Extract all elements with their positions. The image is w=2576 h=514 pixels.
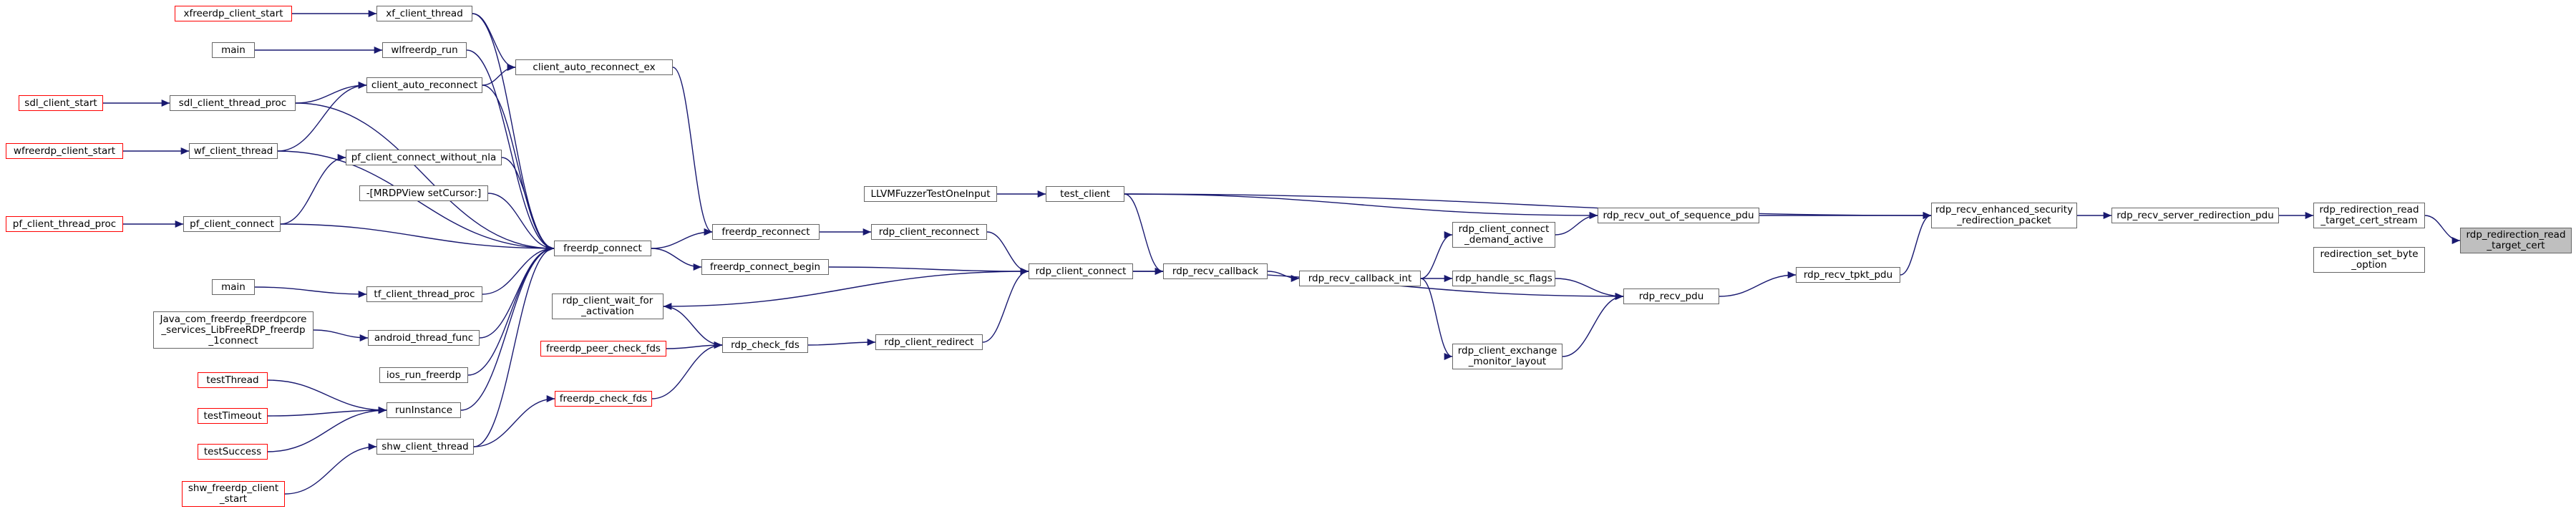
node-rdp-client-redirect[interactable]: rdp_client_redirect — [875, 334, 983, 350]
node-run-instance[interactable]: runInstance — [387, 402, 461, 418]
call-edge — [1267, 271, 1300, 283]
node-client-auto-reconnect-ex[interactable]: client_auto_reconnect_ex — [515, 59, 673, 75]
call-edge — [487, 193, 555, 253]
call-edge — [466, 49, 555, 252]
call-edge — [1719, 271, 1797, 297]
call-edge — [807, 338, 876, 346]
call-edge — [986, 231, 1029, 276]
call-edge — [982, 267, 1029, 343]
node-test-client[interactable]: test_client — [1046, 186, 1124, 202]
call-edge — [267, 406, 387, 452]
node-xf-client-thread[interactable]: xf_client_thread — [376, 6, 472, 21]
call-edge — [267, 379, 387, 414]
node-freerdp-connect[interactable]: freerdp_connect — [554, 241, 651, 256]
node-rdp-recv-tpkt-pdu[interactable]: rdp_recv_tpkt_pdu — [1796, 267, 1900, 283]
node-sdl-client-start[interactable]: sdl_client_start — [19, 95, 103, 111]
call-edge — [460, 245, 555, 411]
node-rdp-redirection-read-target-cert-stream[interactable]: rdp_redirection_read _target_cert_stream — [2313, 203, 2425, 228]
node-freerdp-peer-check-fds[interactable]: freerdp_peer_check_fds — [540, 341, 666, 357]
call-edge — [473, 394, 555, 447]
node-rdp-client-connect-demand-active[interactable]: rdp_client_connect _demand_active — [1452, 222, 1555, 248]
node-ios-run-freerdp[interactable]: ios_run_freerdp — [379, 367, 468, 383]
call-edge — [295, 81, 367, 104]
node-rdp-client-reconnect[interactable]: rdp_client_reconnect — [871, 224, 987, 240]
call-edge — [663, 271, 1029, 311]
node-wf-client-thread[interactable]: wf_client_thread — [189, 143, 278, 159]
node-wlfreerdp-run[interactable]: wlfreerdp_run — [382, 42, 467, 58]
call-edge — [482, 244, 555, 295]
call-edge — [501, 157, 555, 252]
node-rdp-client-wait-for-activation[interactable]: rdp_client_wait_for _activation — [552, 294, 664, 319]
call-edge — [482, 63, 516, 86]
node-shw-freerdp-client-start[interactable]: shw_freerdp_client _start — [182, 481, 285, 507]
call-edge — [1555, 278, 1624, 301]
call-edge — [472, 13, 555, 252]
call-edge — [313, 329, 369, 342]
node-rdp-recv-server-redirection-pdu[interactable]: rdp_recv_server_redirection_pdu — [2111, 208, 2279, 223]
node-main-2[interactable]: main — [212, 279, 255, 295]
node-rdp-check-fds[interactable]: rdp_check_fds — [722, 337, 808, 353]
node-wfreerdp-client-start[interactable]: wfreerdp_client_start — [6, 143, 123, 159]
node-rdp-recv-callback[interactable]: rdp_recv_callback — [1163, 263, 1268, 279]
node-rdp-client-exchange-monitor-layout[interactable]: rdp_client_exchange _monitor_layout — [1452, 344, 1562, 369]
call-edge — [482, 84, 555, 252]
call-edge — [651, 248, 702, 271]
call-edge — [280, 153, 346, 225]
call-edge — [295, 102, 555, 253]
node-test-thread[interactable]: testThread — [198, 372, 268, 388]
node-tf-client-thread-proc[interactable]: tf_client_thread_proc — [366, 286, 482, 302]
node-freerdp-reconnect[interactable]: freerdp_reconnect — [712, 224, 820, 240]
call-edge — [277, 81, 367, 152]
call-edge — [1555, 211, 1598, 236]
node-test-timeout[interactable]: testTimeout — [198, 408, 268, 424]
node-llvm-fuzzer-test-one-input[interactable]: LLVMFuzzerTestOneInput — [864, 186, 997, 202]
node-sdl-client-thread-proc[interactable]: sdl_client_thread_proc — [170, 95, 296, 111]
node-rdp-redirection-read-target-cert: rdp_redirection_read _target_cert — [2460, 228, 2572, 253]
node-rdp-recv-callback-int[interactable]: rdp_recv_callback_int — [1299, 271, 1421, 286]
call-edge — [828, 266, 1029, 276]
node-redirection-set-byte-option[interactable]: redirection_set_byte _option — [2313, 247, 2425, 273]
call-edge — [1420, 278, 1453, 360]
node-pf-client-connect[interactable]: pf_client_connect — [183, 216, 281, 232]
call-edge — [280, 223, 555, 253]
call-edge — [1124, 193, 1164, 275]
node-test-success[interactable]: testSuccess — [198, 444, 268, 460]
call-edge — [472, 13, 516, 72]
node-xfreerdp-client-start[interactable]: xfreerdp_client_start — [175, 6, 292, 21]
node-rdp-client-connect[interactable]: rdp_client_connect — [1029, 263, 1133, 279]
call-edge — [473, 245, 555, 447]
node-main-1[interactable]: main — [212, 42, 255, 58]
call-edge — [1420, 231, 1453, 279]
call-edge — [1562, 292, 1624, 357]
node-rdp-recv-out-of-sequence-pdu[interactable]: rdp_recv_out_of_sequence_pdu — [1598, 208, 1759, 223]
call-edge — [267, 406, 387, 417]
node-java-libfreerdp-connect[interactable]: Java_com_freerdp_freerdpcore _services_L… — [153, 311, 314, 349]
node-freerdp-connect-begin[interactable]: freerdp_connect_begin — [701, 259, 829, 275]
call-edge — [1900, 212, 1932, 276]
node-rdp-recv-pdu[interactable]: rdp_recv_pdu — [1623, 288, 1719, 304]
node-freerdp-check-fds[interactable]: freerdp_check_fds — [555, 391, 652, 407]
node-mrdpview-setcursor[interactable]: -[MRDPView setCursor:] — [359, 185, 488, 201]
call-edge — [672, 67, 713, 236]
node-android-thread-func[interactable]: android_thread_func — [368, 330, 480, 346]
call-edge — [651, 341, 723, 399]
node-shw-client-thread[interactable]: shw_client_thread — [376, 439, 474, 455]
call-edge — [2424, 215, 2461, 245]
node-rdp-recv-enhanced-security-redirection-packet[interactable]: rdp_recv_enhanced_security _redirection_… — [1931, 203, 2077, 228]
call-edge — [1124, 193, 1932, 220]
node-pf-client-connect-without-nla[interactable]: pf_client_connect_without_nla — [346, 150, 502, 165]
node-client-auto-reconnect[interactable]: client_auto_reconnect — [366, 77, 482, 93]
call-edge — [284, 442, 377, 495]
node-rdp-handle-sc-flags[interactable]: rdp_handle_sc_flags — [1452, 271, 1555, 286]
call-edge — [1124, 193, 1598, 220]
call-edge — [651, 228, 713, 249]
call-edge — [663, 306, 723, 349]
call-edge — [254, 286, 367, 299]
node-pf-client-thread-proc[interactable]: pf_client_thread_proc — [6, 216, 123, 232]
